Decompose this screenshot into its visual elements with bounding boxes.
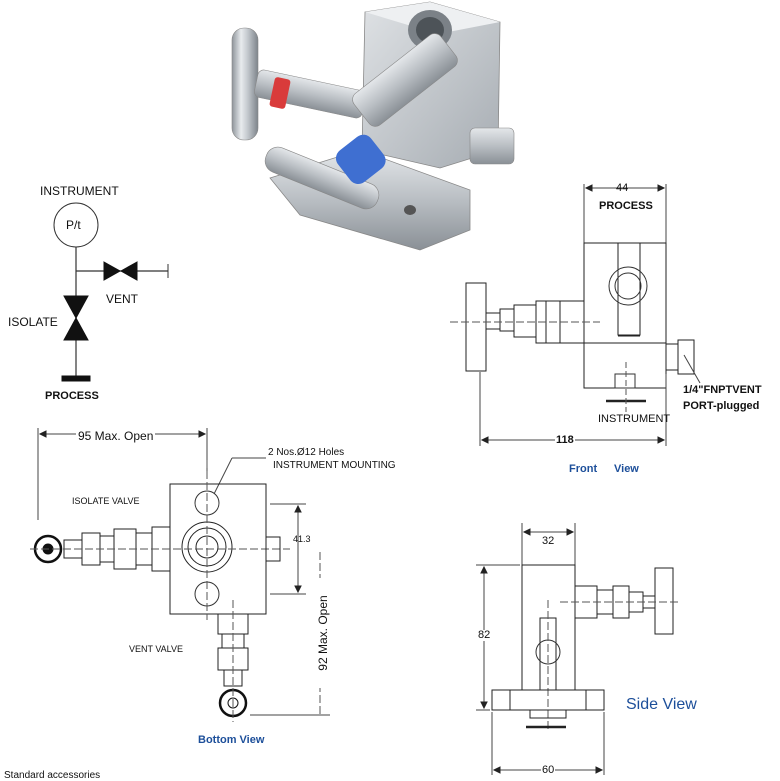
vent-port-label-1: 1/4"FNPTVENT	[683, 384, 762, 396]
schematic-diagram	[53, 202, 169, 382]
holes-label-2: INSTRUMENT MOUNTING	[273, 460, 396, 471]
bottom-dim-95: 95 Max. Open	[76, 429, 156, 443]
gauge-label: P/t	[66, 218, 81, 232]
bottom-view-caption: Bottom View	[198, 734, 265, 746]
front-view-caption-2: View	[614, 463, 639, 475]
front-process-label: PROCESS	[599, 200, 653, 212]
bottom-view-drawing	[30, 428, 330, 722]
holes-label-1: 2 Nos.Ø12 Holes	[268, 447, 345, 458]
side-dim-60: 60	[541, 764, 556, 776]
vent-port-label-2: PORT-plugged	[683, 400, 760, 412]
front-dim-118: 118	[555, 434, 575, 446]
footer-text: Standard accessories	[4, 770, 101, 781]
isolate-valve-symbol	[63, 295, 89, 320]
front-instrument-label: INSTRUMENT	[598, 413, 671, 425]
schematic-instrument-label: INSTRUMENT	[40, 184, 119, 198]
front-dim-44: 44	[616, 182, 629, 194]
front-view-caption-1: Front	[569, 463, 598, 475]
side-dim-82: 82	[478, 629, 491, 641]
bottom-dim-92: 92 Max. Open	[316, 578, 330, 688]
side-dim-32: 32	[542, 535, 555, 547]
schematic-isolate-label: ISOLATE	[8, 315, 58, 329]
side-view-caption: Side View	[626, 696, 697, 713]
vent-valve-symbol	[103, 261, 122, 281]
vent-valve-label: VENT VALVE	[129, 644, 184, 654]
bottom-dim-41: 41.3	[293, 534, 311, 544]
schematic-process-label: PROCESS	[45, 390, 99, 402]
isolate-valve-label: ISOLATE VALVE	[72, 496, 140, 506]
schematic-vent-label: VENT	[106, 292, 139, 306]
side-view-drawing	[476, 523, 680, 775]
front-view-drawing	[450, 184, 701, 446]
